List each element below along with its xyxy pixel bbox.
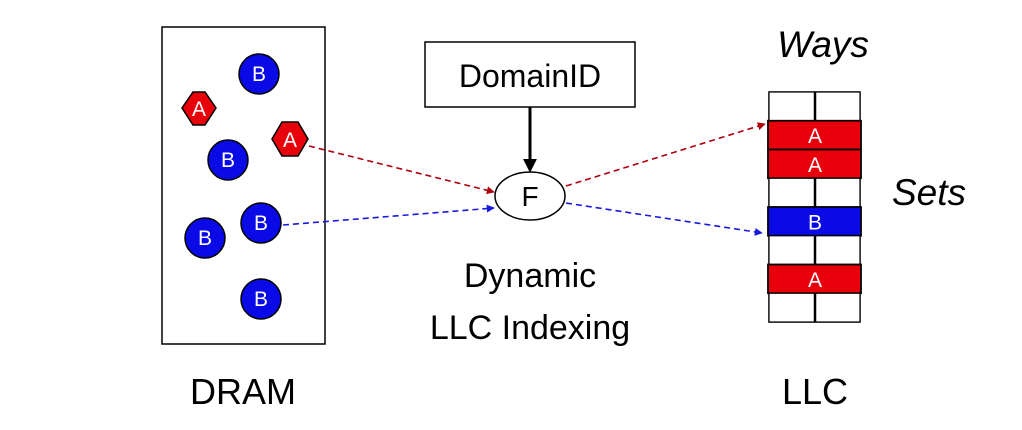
llc-set-row [767, 206, 862, 237]
dram-item-b4: B [184, 217, 226, 259]
dram-item-a1: A [181, 91, 217, 126]
function-to-llc-a-arrow [565, 122, 766, 187]
sets-label: Sets [892, 172, 966, 213]
domain-id-box [424, 41, 636, 108]
dram-item-b3: B [240, 202, 282, 244]
function-to-llc-b-arrow [565, 202, 763, 236]
llc-label: LLC [782, 371, 848, 412]
dram-item-label: A [192, 98, 206, 121]
llc-set-label: A [808, 269, 822, 292]
domain-id-label: DomainID [459, 58, 601, 94]
dram-item-b1: B [238, 53, 280, 95]
indexing-label-line2: LLC Indexing [430, 309, 630, 347]
dram-item-a2: A [271, 121, 309, 157]
dram-item-b2: B [207, 139, 249, 181]
ways-label: Ways [777, 24, 869, 65]
dram-a-to-function-arrow [308, 145, 495, 195]
dram-item-label: B [254, 288, 268, 311]
llc-set-label: A [808, 154, 822, 177]
indexing-label-line1: Dynamic [464, 257, 596, 295]
dram-item-label: B [221, 149, 235, 172]
llc-set-label: B [808, 211, 822, 234]
dram-item-label: B [198, 227, 212, 250]
function-node-label: F [521, 181, 538, 212]
dram-label: DRAM [190, 371, 296, 412]
dram-b-to-function-arrow [282, 204, 495, 226]
llc-set-label: A [808, 125, 822, 148]
dram-item-label: B [252, 63, 266, 86]
llc-set-row [767, 148, 862, 180]
function-node [494, 171, 566, 221]
dram-item-label: A [283, 129, 297, 152]
dram-item-label: B [254, 212, 268, 235]
dram-item-b5: B [240, 278, 282, 320]
